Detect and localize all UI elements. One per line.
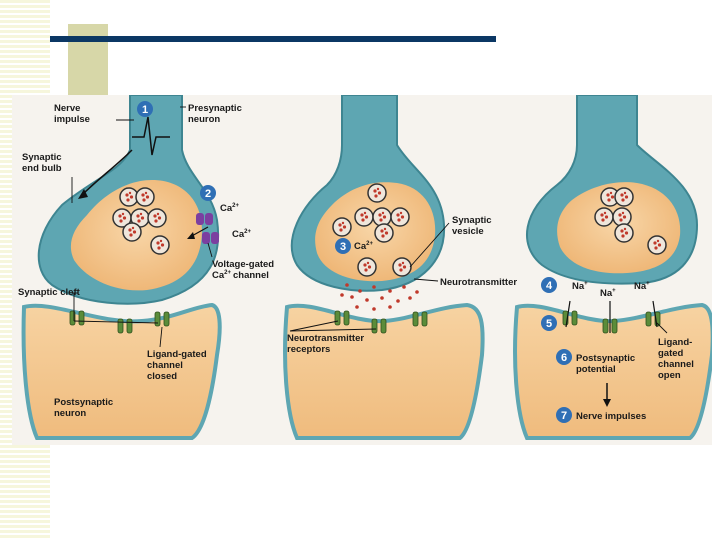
impulse-spike-1 (132, 116, 170, 156)
label-receptors-1: Neurotransmitter (287, 333, 364, 344)
label-postsynaptic-1: Postsynaptic (54, 397, 113, 408)
step-5-label: 5 (546, 318, 552, 330)
panel-2 (283, 95, 485, 440)
title-rule (50, 36, 496, 42)
accent-square (68, 24, 108, 96)
neurotransmitter-dots (340, 283, 419, 311)
label-lg-closed-3: closed (147, 371, 177, 382)
label-psp-1: Postsynaptic (576, 353, 635, 364)
label-lg-open-1: Ligand- (658, 337, 692, 348)
label-nerve-impulse-1: Nerve (54, 103, 80, 114)
label-vgc-1: Voltage-gated (212, 259, 274, 270)
label-lg-closed-2: channel (147, 360, 183, 371)
label-nerve-impulses: Nerve impulses (576, 411, 646, 422)
step-circles: 1 2 3 4 5 6 7 (137, 101, 572, 423)
label-vgc-2: Ca2+channel (212, 270, 269, 281)
synapse-diagram: 1 2 3 4 5 6 7 Nerve impulse Presynaptic … (18, 95, 712, 440)
label-lg-closed-1: Ligand-gated (147, 349, 207, 360)
label-lg-open-2: gated (658, 348, 684, 359)
label-na-3: Na+ (634, 281, 650, 292)
label-presynaptic-1: Presynaptic (188, 103, 242, 114)
step-6-label: 6 (561, 352, 567, 364)
label-na-1: Na+ (572, 281, 588, 292)
label-ca-2: Ca2+ (232, 229, 251, 240)
step-3-label: 3 (340, 241, 346, 253)
postsynaptic-neuron-2 (283, 302, 485, 440)
label-neurotransmitter: Neurotransmitter (440, 277, 517, 288)
label-nerve-impulse-2: impulse (54, 114, 90, 125)
impulse-arrow-1 (81, 149, 133, 196)
label-lg-open-3: channel (658, 359, 694, 370)
label-receptors-2: receptors (287, 344, 330, 355)
label-ca-1: Ca2+ (220, 203, 239, 214)
label-synaptic-cleft: Synaptic cleft (18, 287, 81, 298)
label-ca-3: Ca2+ (354, 241, 373, 252)
label-end-bulb-1: Synaptic (22, 152, 62, 163)
label-psp-2: potential (576, 364, 616, 375)
label-presynaptic-2: neuron (188, 114, 220, 125)
leader-lines (71, 106, 668, 348)
label-postsynaptic-2: neuron (54, 408, 86, 419)
postsynaptic-neuron-3 (513, 302, 712, 440)
label-vesicle-2: vesicle (452, 226, 484, 237)
label-na-2: Na+ (600, 288, 616, 299)
label-lg-open-4: open (658, 370, 681, 381)
ca-channel-icon (196, 213, 204, 225)
panel-1 (21, 95, 222, 440)
step-2-label: 2 (205, 188, 211, 200)
postsynaptic-neuron-1 (21, 302, 222, 440)
label-vesicle-1: Synaptic (452, 215, 492, 226)
step-1-label: 1 (142, 104, 148, 116)
label-end-bulb-2: end bulb (22, 163, 62, 174)
labels: Nerve impulse Presynaptic neuron Synapti… (18, 103, 694, 422)
step-7-label: 7 (561, 410, 567, 422)
step-4-label: 4 (546, 280, 553, 292)
panel-3 (513, 95, 712, 440)
